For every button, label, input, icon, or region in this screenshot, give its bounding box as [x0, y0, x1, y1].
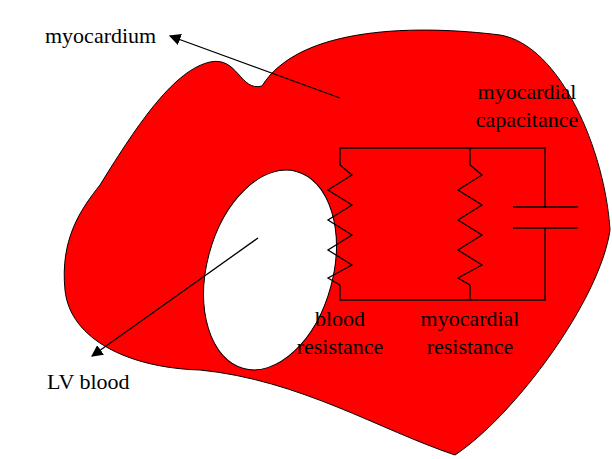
part-label: blood resistance: [284, 305, 396, 360]
part-label: myocardial resistance: [409, 305, 531, 360]
myocardium-shape: [64, 30, 610, 455]
part-label: myocardium: [45, 22, 156, 50]
leader-arrow: [92, 238, 258, 356]
part-label: LV blood: [47, 368, 130, 396]
capacitor-symbol: [513, 207, 578, 228]
circuit-wires: [340, 148, 545, 300]
resistor-symbol: [458, 165, 482, 285]
part-label: myocardial capacitance: [461, 78, 593, 133]
resistor-symbol: [328, 165, 352, 285]
leader-arrow: [170, 36, 340, 98]
